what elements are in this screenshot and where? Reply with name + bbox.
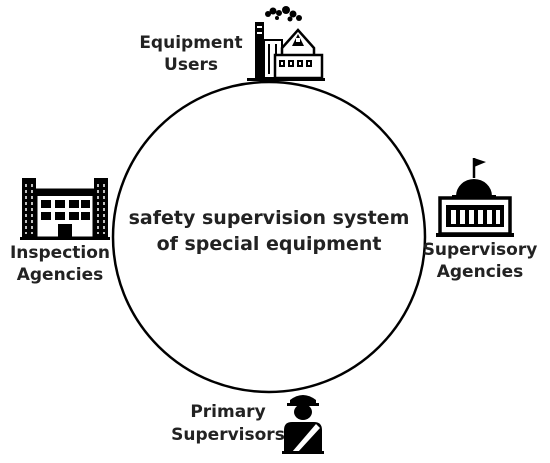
system-circle [111, 80, 427, 394]
government-building-icon [436, 158, 514, 237]
supervisory-agencies-label-line1: Supervisory [423, 240, 538, 260]
center-label-line2: of special equipment [157, 233, 382, 255]
factory-icon [247, 6, 325, 81]
primary-supervisors-label-line2: Supervisors [171, 425, 285, 445]
inspection-agencies-label-line1: Inspection [10, 243, 110, 263]
center-label-line1: safety supervision system [129, 207, 410, 229]
supervisory-agencies-label-line2: Agencies [437, 262, 524, 282]
equipment-users-label-line1: Equipment [139, 33, 242, 53]
building-icon [20, 178, 110, 240]
primary-supervisors-label-line1: Primary [190, 402, 265, 422]
equipment-users-label-line2: Users [164, 55, 218, 75]
inspection-agencies-label-line2: Agencies [17, 265, 104, 285]
guard-icon [282, 395, 324, 454]
